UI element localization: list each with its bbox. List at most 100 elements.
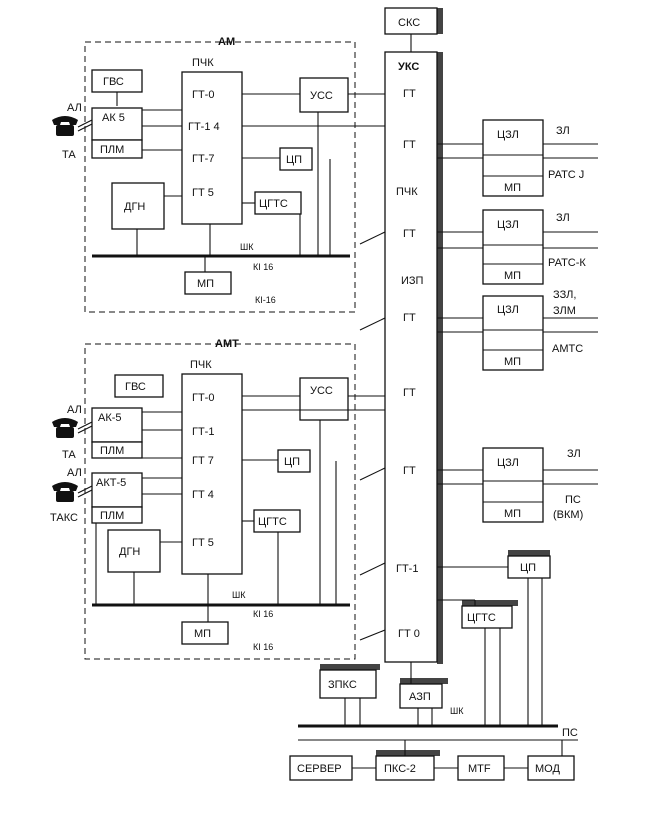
amt-mp-label: МП (194, 628, 211, 640)
zl1-label: ЗЛ (556, 125, 570, 137)
amt-ki16-label: КI 16 (253, 609, 273, 619)
uks-izp: ИЗП (401, 275, 424, 287)
zpks-label: ЗПКС (328, 679, 357, 691)
czl1-label: ЦЗЛ (497, 129, 519, 141)
rats1-group: ЦЗЛ МП ЗЛ РАТС J (437, 119, 598, 197)
amt-cp-label: ЦП (284, 456, 300, 468)
azp-label: АЗП (409, 691, 431, 703)
czl2-box (482, 209, 544, 285)
uks-gt-b: ГТ (403, 139, 416, 151)
mtf-box (457, 755, 505, 781)
amt-pchk-label: ПЧК (190, 359, 212, 371)
uks-gt-d: ГТ (403, 312, 416, 324)
amt-taks-phone-icon (52, 482, 78, 502)
amt-plm2-label: ПЛМ (100, 510, 124, 522)
mtf-label: MTF (468, 763, 491, 775)
am-ki16-label: КI 16 (253, 262, 273, 272)
am-pchk-label: ПЧК (192, 57, 214, 69)
am-cp-label: ЦП (286, 154, 302, 166)
amt-al1-label: АЛ (67, 404, 82, 416)
uks-gt-c: ГТ (403, 228, 416, 240)
mp1-label: МП (504, 182, 521, 194)
am-cp-box (279, 147, 313, 171)
mp2-label: МП (504, 270, 521, 282)
pks2-label: ПКС-2 (384, 763, 416, 775)
amt-shk-label: ШК (232, 590, 246, 600)
czl2-label: ЦЗЛ (497, 219, 519, 231)
bottom-cgts-box (461, 605, 513, 629)
am-mp-box (184, 271, 232, 295)
bottom-ps-label: ПС (562, 727, 578, 739)
azp-box (399, 683, 443, 709)
amt-uss-box (299, 377, 349, 421)
amt-dgn-box (107, 529, 161, 573)
uks-gt-a: ГТ (403, 88, 416, 100)
am-mp-label: МП (197, 278, 214, 290)
am-phone-icon (52, 116, 78, 136)
amt-akt-label: АКТ-5 (96, 477, 126, 489)
ps-group: ЦЗЛ МП ЗЛ ПС (ВКМ) (437, 447, 598, 523)
zl2-label: ЗЛ (556, 212, 570, 224)
amt-ta-label: ТА (62, 449, 76, 461)
uks-gt-e: ГТ (403, 387, 416, 399)
rats1-label: РАТС J (548, 169, 584, 181)
am-dgn-label: ДГН (124, 201, 145, 213)
am-gt1-label: ГТ-1 4 (188, 121, 220, 133)
am-cgts-label: ЦГТС (259, 198, 288, 210)
am-pchk-box (181, 71, 243, 225)
czl3-box (482, 295, 544, 371)
am-uss-label: УСС (310, 90, 333, 102)
uks-gt0: ГТ 0 (398, 628, 420, 640)
am-uss-box (299, 77, 349, 113)
vkm-label: (ВКМ) (553, 509, 583, 521)
amt-cgts-label: ЦГТС (258, 516, 287, 528)
amt-pchk-box (181, 373, 243, 575)
am-ki16b-label: КI-16 (255, 295, 276, 305)
amt-gt1-label: ГТ-1 (192, 426, 214, 438)
zl3a-label: ЗЗЛ, (553, 289, 576, 301)
amt-plm1-box (91, 441, 143, 459)
czl1-box (482, 119, 544, 197)
server-label: СЕРВЕР (297, 763, 342, 775)
amt-frame (84, 343, 356, 660)
am-gt7-label: ГТ-7 (192, 153, 214, 165)
am-frame (84, 41, 356, 313)
rats2-label: РАТС-К (548, 257, 586, 269)
amt-gt5-label: ГТ 5 (192, 537, 214, 549)
am-gvs-label: ГВС (103, 76, 124, 88)
am-gt5-label: ГТ 5 (192, 187, 214, 199)
am-ak-label: АК 5 (102, 112, 125, 124)
czl3-label: ЦЗЛ (497, 304, 519, 316)
amt-gt0-label: ГТ-0 (192, 392, 214, 404)
czl4-label: ЦЗЛ (497, 457, 519, 469)
czl4-box (482, 447, 544, 523)
amt-cp-box (277, 449, 311, 473)
uks-gt1: ГТ-1 (396, 563, 418, 575)
am-al-label: АЛ (67, 102, 82, 114)
am-plm-label: ПЛМ (100, 144, 124, 156)
amt-gvs-box (114, 374, 164, 398)
amt-al2-label: АЛ (67, 467, 82, 479)
server-box (289, 755, 353, 781)
amt-plm1-label: ПЛМ (100, 445, 124, 457)
amt-gvs-label: ГВС (125, 381, 146, 393)
uks-pchk: ПЧК (396, 186, 418, 198)
amt-ak-box (91, 407, 143, 443)
zl4-label: ЗЛ (567, 448, 581, 460)
am-gt0-label: ГТ-0 (192, 89, 214, 101)
uks-label: УКС (398, 61, 419, 73)
am-ta-label: ТА (62, 149, 76, 161)
amt-dgn-label: ДГН (119, 546, 140, 558)
uks-gt-f: ГТ (403, 465, 416, 477)
rats2-group: ЦЗЛ МП ЗЛ РАТС-К (437, 209, 598, 285)
amt-phone-icon (52, 418, 78, 438)
sks-box (384, 7, 438, 35)
bottom-cgts-label: ЦГТС (467, 612, 496, 624)
zl3b-label: ЗЛМ (553, 305, 576, 317)
amt-title: АМТ (215, 338, 239, 350)
ps-label: ПС (565, 494, 581, 506)
am-title: АМ (218, 36, 235, 48)
bottom-cp-label: ЦП (520, 562, 536, 574)
amt-taks-label: ТАКС (50, 512, 78, 524)
